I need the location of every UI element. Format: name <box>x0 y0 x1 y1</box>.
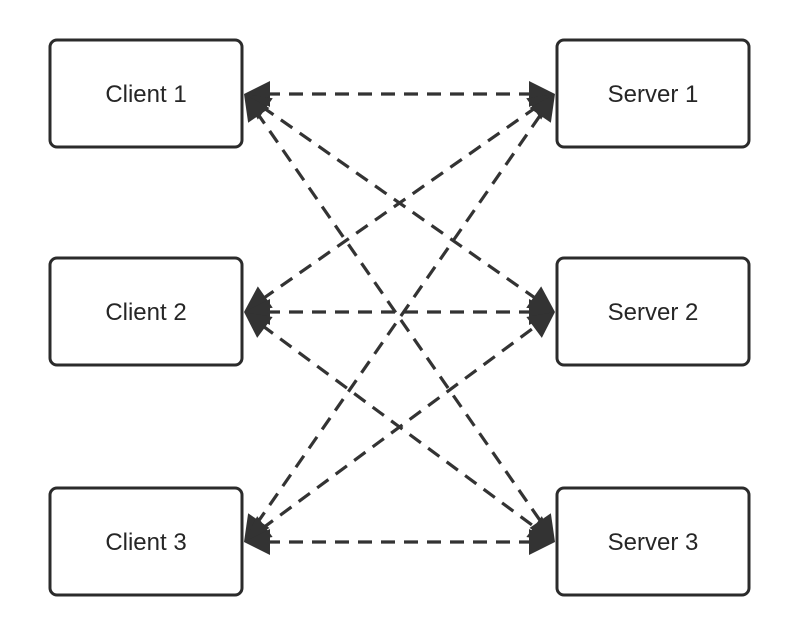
server-3-node: Server 3 <box>555 486 751 597</box>
server-2-node: Server 2 <box>555 256 751 367</box>
server-1-box <box>555 38 751 149</box>
connection-client1-server3 <box>255 111 544 525</box>
arrowhead-client1-server3-client-end <box>244 94 270 123</box>
client-3-box <box>48 486 244 597</box>
arrowhead-client3-server2-server-end <box>526 312 555 338</box>
client-3-node: Client 3 <box>48 486 244 597</box>
connection-client3-server1 <box>255 111 544 525</box>
arrowhead-client2-server3-client-end <box>244 312 273 338</box>
server-1-node: Server 1 <box>555 38 751 149</box>
server-2-label: Server 2 <box>608 299 699 326</box>
server-3-box <box>555 486 751 597</box>
client-1-box <box>48 38 244 149</box>
client-1-node: Client 1 <box>48 38 244 149</box>
client-2-label: Client 2 <box>105 299 186 326</box>
client-3-label: Client 3 <box>105 529 186 556</box>
server-2-box <box>555 256 751 367</box>
client-2-node: Client 2 <box>48 256 244 367</box>
server-3-label: Server 3 <box>608 529 699 556</box>
connection-client2-server1 <box>261 105 538 301</box>
client-2-box <box>48 256 244 367</box>
arrowhead-client3-server1-server-end <box>529 94 555 123</box>
connections-layer <box>244 81 555 555</box>
server-1-label: Server 1 <box>608 81 699 108</box>
client-1-label: Client 1 <box>105 81 186 108</box>
arrowhead-client3-server3-server-end <box>529 529 555 555</box>
connection-client3-server2 <box>260 323 539 531</box>
arrowhead-client3-server3-client-end <box>244 529 270 555</box>
